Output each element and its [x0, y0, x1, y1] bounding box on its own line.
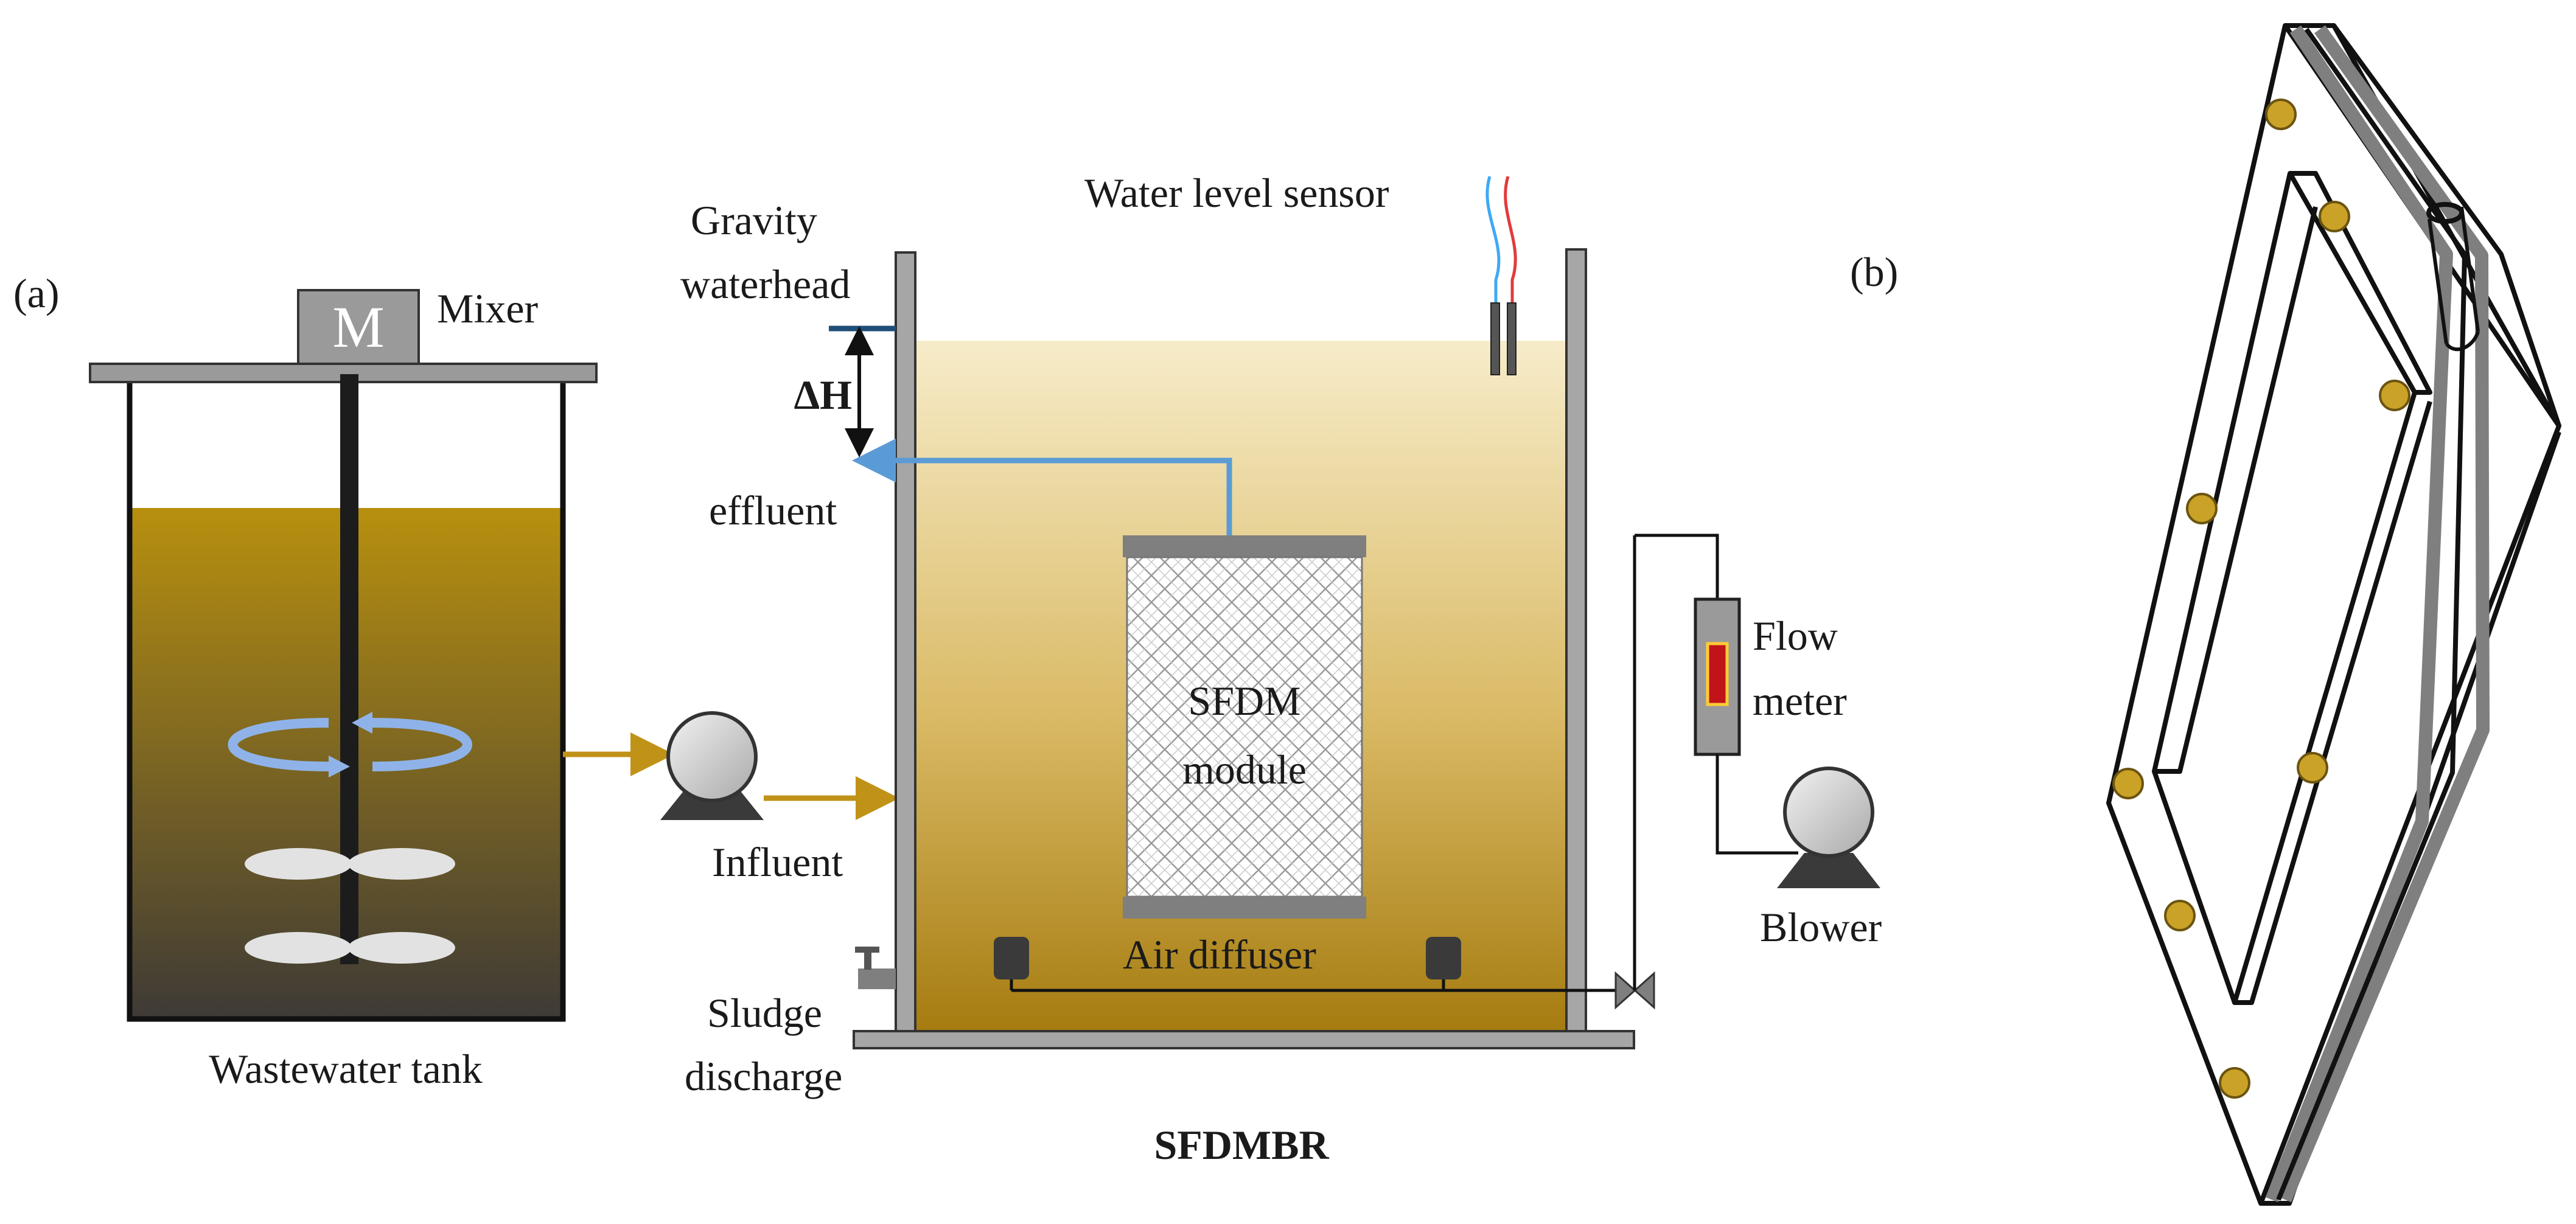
flow-meter-label-line2: meter [1753, 678, 1847, 724]
rotation-arrow-icon [228, 718, 329, 771]
blower-icon [1783, 767, 1874, 858]
sludge-valve [858, 968, 896, 989]
influent-pump: Influent [563, 711, 899, 885]
impeller-blade [245, 848, 352, 880]
effluent-label: effluent [709, 487, 837, 534]
sludge-label-line2: discharge [685, 1053, 842, 1099]
outlet-tube [2428, 218, 2448, 344]
mixer-shaft [340, 374, 358, 964]
module-label-line1: SFDM [1188, 678, 1300, 724]
membrane-band [2265, 25, 2453, 1203]
delta-h-label: ΔH [794, 372, 852, 418]
bolt-icon [2379, 380, 2410, 411]
panel-label-b: (b) [1850, 249, 1898, 295]
sensor-label: Water level sensor [1084, 170, 1389, 216]
reactor-title: SFDMBR [1154, 1122, 1329, 1168]
mixer-symbol: M [332, 294, 384, 360]
mixer-motor [297, 289, 420, 365]
flow-meter [1694, 597, 1741, 756]
panel-label-a: (a) [13, 270, 59, 316]
module-bottom-cap [1123, 897, 1366, 919]
reactor-left-wall [895, 251, 916, 1032]
bolt-icon [2297, 752, 2328, 784]
impeller-blade [348, 848, 455, 880]
sensor-wire-red [1504, 176, 1517, 304]
reactor-right-wall [1565, 248, 1587, 1032]
mixer-label: Mixer [437, 285, 539, 332]
module-label-line2: module [1182, 746, 1307, 793]
diffuser-icon [994, 937, 1029, 979]
diffuser-icon [1426, 937, 1461, 979]
sfdm-module [1126, 556, 1363, 898]
influent-label: Influent [712, 839, 843, 885]
aeration-system: Flow meter Blower [1586, 534, 1882, 1010]
tank-label: Wastewater tank [209, 1046, 483, 1092]
bolt-icon [2319, 201, 2350, 232]
sensor-wire-blue [1485, 176, 1501, 304]
membrane-band [2278, 25, 2490, 1203]
pump-icon [666, 711, 758, 802]
bolt-icon [2186, 493, 2218, 524]
impeller-blade [348, 932, 455, 964]
sensor-probe [1507, 302, 1517, 375]
reactor-base [853, 1030, 1635, 1049]
sludge-label-line1: Sludge [707, 990, 822, 1036]
bolt-icon [2265, 99, 2297, 130]
flow-meter-indicator [1706, 642, 1729, 706]
sfdmbr-reactor: Gravity waterhead ΔH effluent Water leve… [680, 170, 1643, 1168]
effluent-line [852, 439, 1232, 538]
wastewater-tank: M Mixer Wastewater tank [89, 285, 598, 1092]
flow-meter-label-line1: Flow [1753, 613, 1838, 659]
bolt-icon [2164, 900, 2196, 931]
waterhead-label: waterhead [680, 261, 850, 307]
sensor-probe [1490, 302, 1500, 375]
bolt-icon [2219, 1067, 2250, 1099]
module-top-cap [1123, 535, 1366, 557]
rotation-arrow-icon [372, 718, 472, 771]
gravity-label: Gravity [691, 197, 817, 243]
sfdm-frame-drawing [2106, 23, 2561, 1206]
impeller-blade [245, 932, 352, 964]
bolt-icon [2112, 768, 2144, 799]
blower-label: Blower [1760, 904, 1882, 950]
air-diffuser-label: Air diffuser [1123, 931, 1316, 978]
frame-bolts [2112, 99, 2410, 1099]
